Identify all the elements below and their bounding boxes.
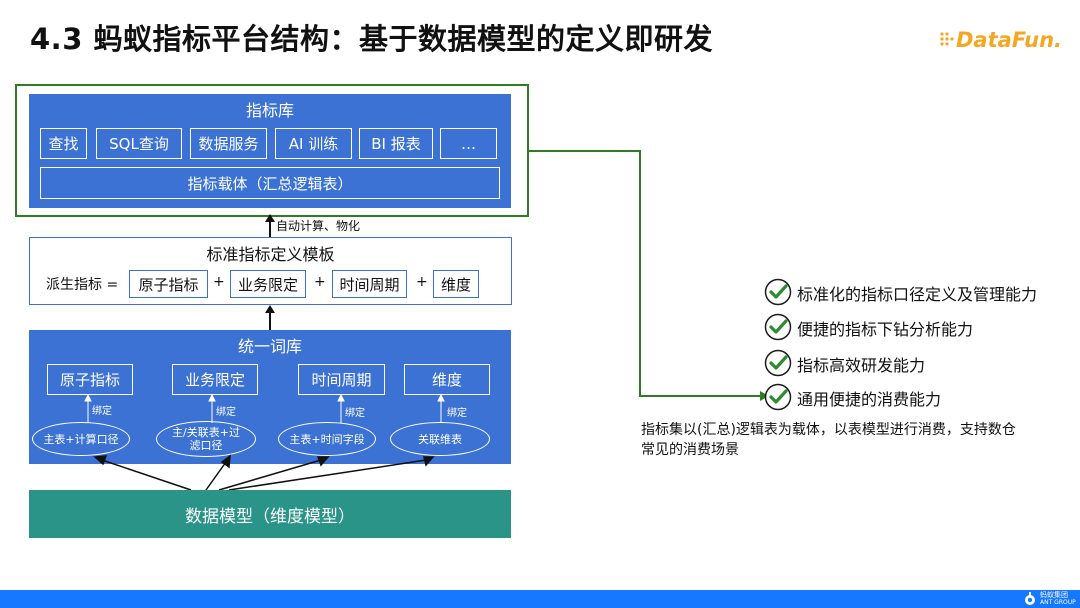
- datafun-logo: DataFun.: [940, 28, 1060, 52]
- data-model-bar: 数据模型（维度模型）: [29, 490, 511, 538]
- svg-text:DataFun.: DataFun.: [956, 28, 1060, 52]
- auto-compute-arrow: [265, 214, 275, 239]
- store-item-data-service[interactable]: 数据服务: [190, 128, 267, 159]
- capability-item: 标准化的指标口径定义及管理能力: [797, 285, 1038, 304]
- metric-store-title: 指标库: [245, 101, 294, 120]
- derived-metric-label: 派生指标 =: [46, 277, 119, 293]
- model-to-source-arrows: [93, 454, 435, 491]
- footer-brand-cn: 蚂蚁集团: [1040, 591, 1068, 599]
- source-related-filter: 主/关联表+过滤口径: [156, 421, 256, 457]
- capability-item: 便捷的指标下钻分析能力: [797, 320, 974, 339]
- bind-arrows: [84, 395, 445, 423]
- template-term-period[interactable]: 时间周期: [332, 270, 407, 298]
- plus-sign: +: [416, 274, 428, 290]
- lexicon-term-atomic[interactable]: 原子指标: [47, 364, 133, 395]
- store-to-capability-connector: [529, 150, 769, 401]
- metric-carrier-box: 指标载体（汇总逻辑表）: [40, 167, 500, 199]
- store-item-bi-report[interactable]: BI 报表: [359, 128, 433, 159]
- lexicon-term-business[interactable]: 业务限定: [172, 364, 258, 395]
- store-item-ai-training[interactable]: AI 训练: [275, 128, 352, 159]
- template-term-business[interactable]: 业务限定: [230, 270, 306, 298]
- store-item-sql-query[interactable]: SQL查询: [96, 128, 182, 159]
- bind-label: 绑定: [216, 407, 236, 418]
- bind-label: 绑定: [345, 408, 365, 419]
- unified-lexicon-title: 统一词库: [237, 337, 302, 356]
- lexicon-to-template-arrow: [265, 305, 275, 330]
- store-item-more[interactable]: …: [440, 128, 497, 159]
- source-main-time: 主表+时间字段: [278, 422, 376, 456]
- template-term-dimension[interactable]: 维度: [433, 270, 479, 298]
- template-term-atomic[interactable]: 原子指标: [129, 270, 208, 298]
- definition-template-title: 标准指标定义模板: [206, 245, 335, 264]
- check-circle-icon: [764, 383, 792, 411]
- capability-item: 指标高效研发能力: [797, 356, 926, 375]
- lexicon-term-period[interactable]: 时间周期: [298, 364, 385, 395]
- bind-label: 绑定: [447, 408, 467, 419]
- check-circle-icon: [764, 349, 792, 377]
- footer-brand-en: ANT GROUP: [1040, 599, 1076, 606]
- metric-store-frame: [15, 84, 529, 217]
- plus-sign: +: [314, 274, 326, 290]
- source-dim-table: 关联维表: [390, 422, 490, 456]
- page-title: 4.3 蚂蚁指标平台结构：基于数据模型的定义即研发: [30, 22, 713, 56]
- lexicon-term-dimension[interactable]: 维度: [404, 364, 490, 395]
- capability-item: 通用便捷的消费能力: [797, 390, 942, 409]
- check-circle-icon: [764, 313, 792, 341]
- check-circle-icon: [764, 278, 792, 306]
- store-item-search[interactable]: 查找: [40, 128, 87, 159]
- auto-compute-label: 自动计算、物化: [276, 219, 361, 233]
- capability-note: 指标集以(汇总)逻辑表为载体，以表模型进行消费，支持数仓常见的消费场景: [641, 422, 1016, 458]
- bind-label: 绑定: [92, 406, 112, 417]
- footer-bar: [0, 590, 1080, 608]
- ant-group-logo-icon: [1025, 592, 1035, 605]
- source-main-calc: 主表+计算口径: [32, 422, 130, 456]
- plus-sign: +: [213, 274, 225, 290]
